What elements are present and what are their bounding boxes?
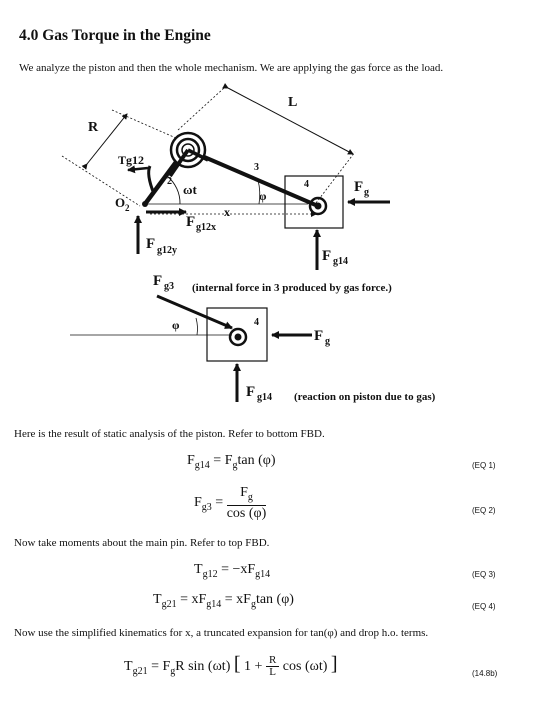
piston-4-top xyxy=(284,175,344,229)
note-reaction: (reaction on piston due to gas) xyxy=(294,391,436,403)
dim-R-ext-low xyxy=(61,155,141,207)
wrist-pin-bottom-outer xyxy=(228,327,248,347)
piston-result-paragraph: Here is the result of static analysis of… xyxy=(14,428,325,440)
force-arrow-Fg3 xyxy=(156,294,233,330)
dim-L-line xyxy=(222,83,354,155)
label-Fg-bottom-sub: g xyxy=(325,336,330,347)
label-Fg3-sub: g3 xyxy=(164,281,174,292)
label-Fg-bottom: F xyxy=(314,328,323,344)
eq4-tag: (EQ 4) xyxy=(472,602,496,611)
label-omega-t: ωt xyxy=(183,182,198,197)
label-L: L xyxy=(288,95,297,110)
label-Fg12y-sub: g12y xyxy=(157,245,177,256)
connecting-rod-3-upper xyxy=(187,148,209,162)
torque-arc xyxy=(147,165,156,195)
connecting-rod-3 xyxy=(187,148,319,208)
equation-4: Tg21 = xFg14 = xFgtan (φ) xyxy=(153,592,294,610)
torque-arrow xyxy=(127,165,149,174)
equation-3: Tg12 = −xFg14 xyxy=(194,562,271,580)
label-link-4-bottom: 4 xyxy=(254,317,259,328)
intro-paragraph: We analyze the piston and then the whole… xyxy=(19,62,444,74)
dim-L-ext-left xyxy=(177,87,225,131)
moments-paragraph: Now take moments about the main pin. Ref… xyxy=(14,537,270,549)
label-Tg12: Tg12 xyxy=(118,153,144,167)
section-title: 4.0 Gas Torque in the Engine xyxy=(19,27,211,44)
wrist-pin-outer xyxy=(308,196,328,216)
label-Fg14-bottom-sub: g14 xyxy=(257,392,272,403)
label-Fg14-sub: g14 xyxy=(333,256,348,267)
eq3-tag: (EQ 3) xyxy=(472,570,496,579)
label-Fg14-bottom: F xyxy=(246,384,255,400)
pivot-O2 xyxy=(142,201,148,207)
label-link-2: 2 xyxy=(167,176,172,187)
label-phi-bottom: φ xyxy=(172,318,180,332)
fbd-diagram: L R x 2 3 ωt φ Tg12 O 2 F g12x F g12y 4 … xyxy=(61,83,436,403)
label-link-4: 4 xyxy=(304,179,309,190)
equation-1: Fg14 = Fgtan (φ) xyxy=(187,453,276,471)
eq5-tag: (14.8b) xyxy=(472,669,498,678)
kinematics-paragraph: Now use the simplified kinematics for x,… xyxy=(14,627,429,639)
label-R: R xyxy=(88,120,99,135)
label-Fg: F xyxy=(354,179,363,195)
label-phi: φ xyxy=(259,189,267,203)
crank-pin-ring xyxy=(175,137,201,163)
label-Fg-sub: g xyxy=(364,187,369,198)
eq2-tag: (EQ 2) xyxy=(472,506,496,515)
dim-L-ext-right xyxy=(315,151,356,204)
label-O: O xyxy=(115,195,125,210)
label-Fg3: F xyxy=(153,273,162,289)
label-Fg12x-sub: g12x xyxy=(196,222,216,233)
label-O-sub: 2 xyxy=(125,203,130,213)
label-Fg12y: F xyxy=(146,236,155,252)
label-Fg12x: F xyxy=(186,214,195,230)
dim-R-ext-high xyxy=(111,109,177,139)
phi-arc xyxy=(257,179,261,205)
label-link-3: 3 xyxy=(254,162,259,173)
label-x: x xyxy=(224,205,230,219)
eq1-tag: (EQ 1) xyxy=(472,461,496,470)
wrist-pin-inner xyxy=(314,202,322,210)
note-internal-force: (internal force in 3 produced by gas for… xyxy=(192,282,392,294)
crank-link-2-upper xyxy=(168,148,190,178)
phi-arc-bottom xyxy=(195,317,198,336)
piston-4-bottom xyxy=(206,307,268,362)
omega-t-arc xyxy=(166,175,181,205)
dim-R-line xyxy=(81,113,128,170)
label-Fg14: F xyxy=(322,248,331,264)
wrist-pin-bottom-inner xyxy=(234,333,242,341)
